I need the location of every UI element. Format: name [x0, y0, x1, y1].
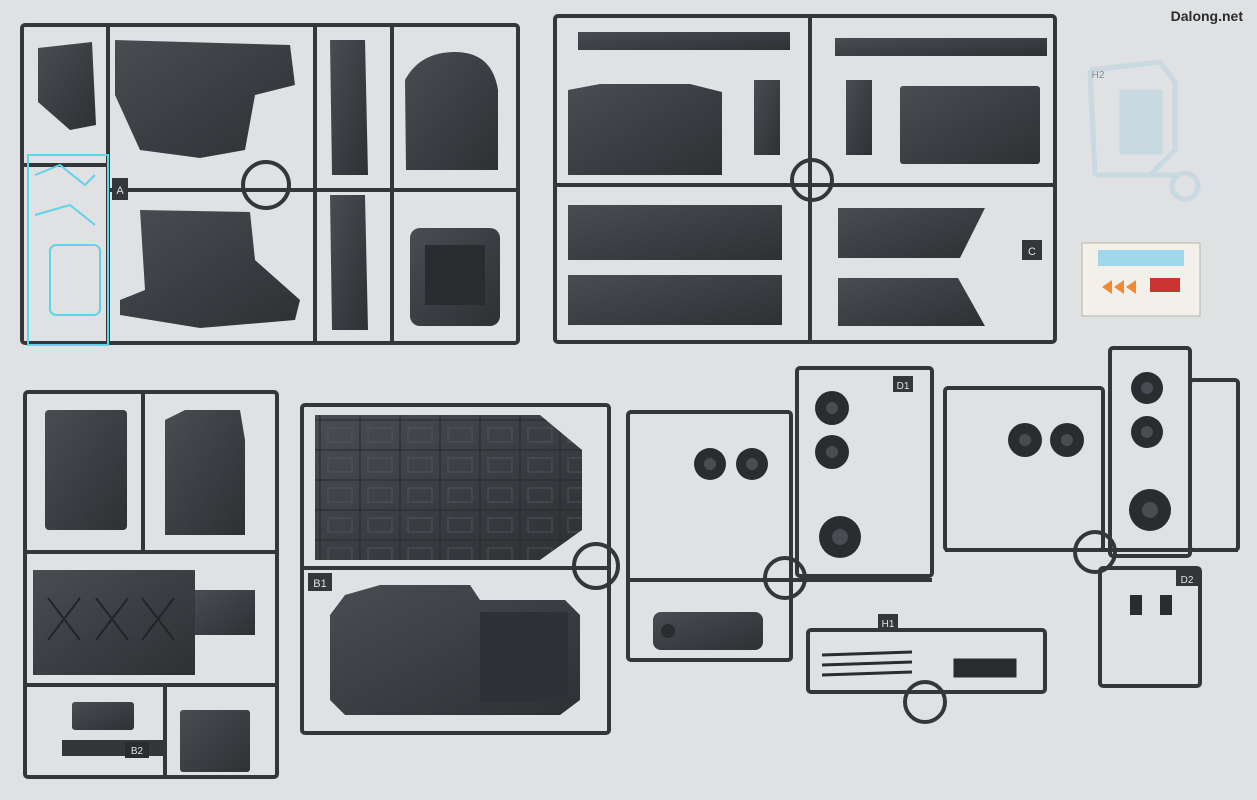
clear-parts: [27, 154, 109, 346]
watermark: Dalong.net: [1170, 8, 1243, 24]
runner-d2-parts: [1008, 372, 1172, 615]
tag-b2: B2: [131, 746, 144, 757]
tag-h2: H2: [1092, 70, 1105, 81]
tag-b1: B1: [313, 578, 326, 590]
runner-h2-tag: H2: [1092, 70, 1105, 81]
runner-a-parts: [38, 40, 500, 330]
runner-b2-parts: [33, 410, 255, 772]
runner-b2: [23, 390, 279, 779]
decal-sheet: [1081, 242, 1201, 317]
runner-d2: [943, 346, 1240, 688]
runner-h1-tag: H1: [878, 614, 898, 630]
tag-d2: D2: [1181, 575, 1194, 586]
runner-d1-tag: D1: [893, 376, 913, 392]
runner-a-tag: A: [112, 178, 128, 200]
tag-a: A: [116, 185, 124, 197]
runner-d2-tag: D2: [1176, 570, 1198, 586]
runner-b1-tag: B1: [308, 573, 332, 591]
tag-d1: D1: [897, 381, 910, 392]
runner-d1: [626, 366, 934, 662]
runner-h2: [1087, 59, 1201, 202]
runner-h1-parts: [821, 650, 1017, 678]
tag-c: C: [1028, 246, 1036, 258]
runner-c-tag: C: [1022, 240, 1042, 260]
runner-b1: [300, 403, 620, 735]
runner-d1-parts: [653, 391, 861, 650]
runner-c-parts: [568, 32, 1047, 326]
tag-h1: H1: [882, 619, 895, 630]
runner-b2-tag: B2: [125, 742, 149, 758]
runner-c: [553, 14, 1057, 344]
runner-b1-parts: [315, 415, 582, 715]
runner-h1: [806, 628, 1047, 724]
